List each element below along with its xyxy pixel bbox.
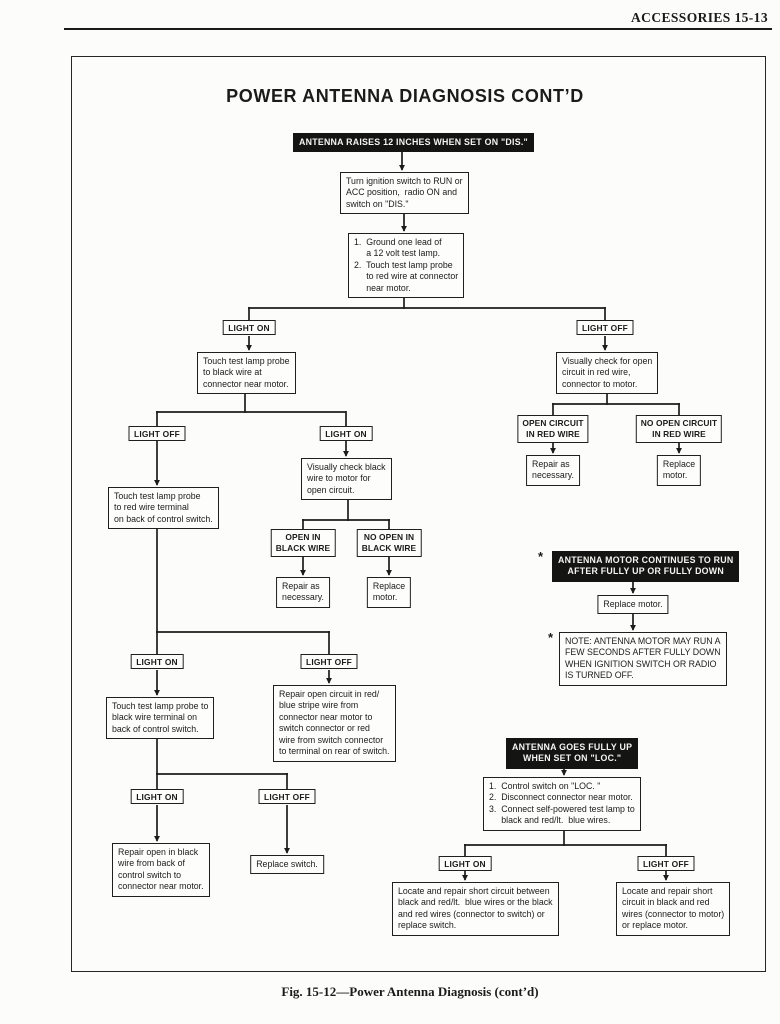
light-off-tag-3: LIGHT OFF (300, 654, 358, 669)
light-off-tag-4: LIGHT OFF (258, 789, 316, 804)
light-on-tag-4: LIGHT ON (130, 789, 184, 804)
node-check-red-open: Visually check for open circuit in red w… (556, 352, 659, 395)
node-replace-motor-2: Replace motor. (366, 577, 412, 608)
light-on-tag-1: LIGHT ON (222, 320, 276, 335)
node-antenna-raises-dis: ANTENNA RAISES 12 INCHES WHEN SET ON "DI… (293, 133, 534, 153)
node-antenna-goes-up-loc: ANTENNA GOES FULLY UP WHEN SET ON "LOC." (506, 738, 639, 769)
node-no-open-black-wire: NO OPEN IN BLACK WIRE (356, 529, 422, 557)
node-short-circuit-motor: Locate and repair short circuit in black… (616, 882, 731, 936)
light-on-tag-2: LIGHT ON (319, 426, 373, 441)
header-rule (64, 28, 772, 31)
asterisk-mark-1: * (538, 549, 544, 564)
node-check-black-open: Visually check black wire to motor for o… (301, 458, 392, 501)
light-on-tag-5: LIGHT ON (438, 856, 492, 871)
node-replace-motor-3: Replace motor. (597, 595, 669, 615)
asterisk-mark-2: * (548, 630, 554, 645)
light-on-tag-3: LIGHT ON (130, 654, 184, 669)
flowchart-frame (71, 56, 766, 972)
node-repair-necessary-2: Repair as necessary. (276, 577, 330, 608)
light-off-tag-1: LIGHT OFF (576, 320, 634, 335)
node-turn-ignition: Turn ignition switch to RUN or ACC posit… (340, 172, 469, 215)
node-short-circuit-switch: Locate and repair short circuit between … (392, 882, 559, 936)
figure-caption: Fig. 15-12—Power Antenna Diagnosis (cont… (281, 984, 539, 999)
node-repair-necessary-1: Repair as necessary. (526, 455, 580, 486)
node-ground-test-lamp: 1. Ground one lead of a 12 volt test lam… (348, 233, 465, 299)
light-off-tag-5: LIGHT OFF (637, 856, 695, 871)
node-replace-motor-1: Replace motor. (656, 455, 702, 486)
node-open-circuit-red: OPEN CIRCUIT IN RED WIRE (517, 415, 589, 443)
page-header: ACCESSORIES 15-13 (631, 10, 768, 25)
node-repair-red-blue-stripe: Repair open circuit in red/ blue stripe … (273, 685, 396, 762)
node-open-black-wire: OPEN IN BLACK WIRE (270, 529, 336, 557)
flow-lines (153, 151, 683, 881)
node-probe-black-switch: Touch test lamp probe to black wire term… (106, 697, 215, 740)
node-replace-switch: Replace switch. (250, 855, 324, 875)
page-title: POWER ANTENNA DIAGNOSIS CONT’D (226, 86, 584, 106)
node-repair-black-open: Repair open in black wire from back of c… (112, 843, 210, 897)
node-note-motor-run: NOTE: ANTENNA MOTOR MAY RUN A FEW SECOND… (559, 632, 727, 686)
node-motor-continues-run: ANTENNA MOTOR CONTINUES TO RUN AFTER FUL… (552, 551, 740, 582)
node-loc-steps: 1. Control switch on "LOC. " 2. Disconne… (483, 777, 641, 831)
node-no-open-circuit-red: NO OPEN CIRCUIT IN RED WIRE (635, 415, 723, 443)
node-probe-red-switch: Touch test lamp probe to red wire termin… (108, 487, 219, 530)
light-off-tag-2: LIGHT OFF (128, 426, 186, 441)
node-probe-black-motor: Touch test lamp probe to black wire at c… (197, 352, 296, 395)
